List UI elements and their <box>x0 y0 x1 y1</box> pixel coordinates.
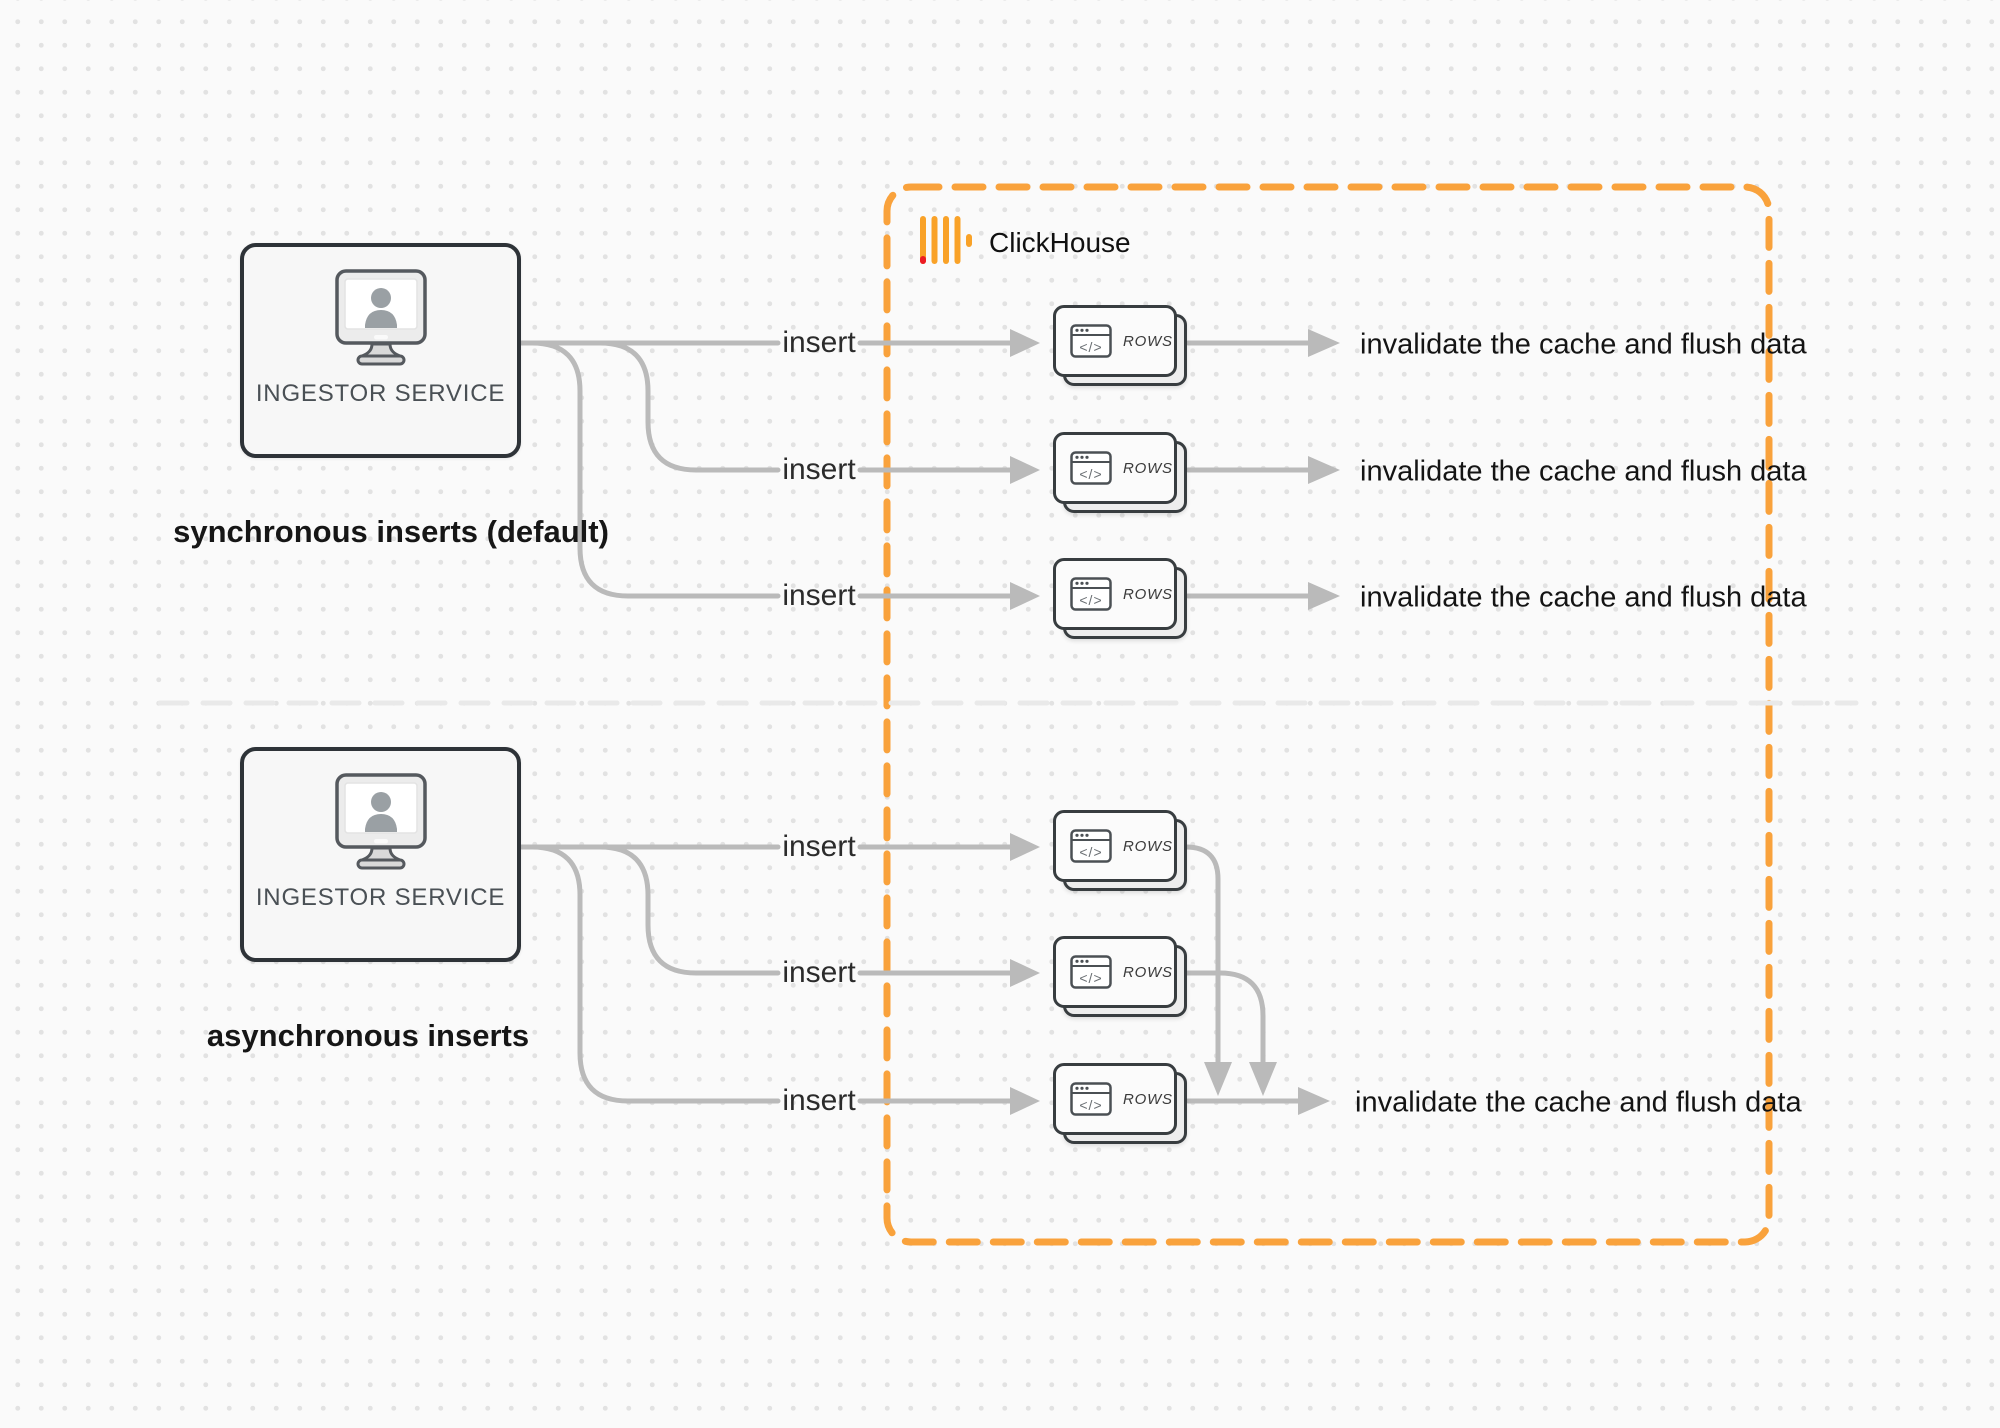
code-glyph: </> <box>1079 843 1103 860</box>
rows-label: ROWS <box>1123 459 1173 477</box>
arrowhead <box>1010 582 1040 610</box>
arrowhead <box>1308 329 1340 357</box>
arrowhead <box>1010 833 1040 861</box>
async-merge-wire-1 <box>1183 844 1221 1065</box>
card-front-layer: </> ROWS <box>1053 558 1177 630</box>
sync-wire-row2-left <box>597 340 781 473</box>
arrowhead <box>1298 1087 1330 1115</box>
code-glyph: </> <box>1079 465 1103 482</box>
sync-result-label-1: invalidate the cache and flush data <box>1360 328 1807 361</box>
async-insert-label-2: insert <box>782 956 856 989</box>
card-front-layer: </> ROWS <box>1053 305 1177 377</box>
async-wire-row3-left <box>529 844 781 1104</box>
sync-rows-card-1: </> ROWS <box>1053 305 1187 386</box>
async-wire-row2-left <box>597 844 781 976</box>
async-insert-label-1: insert <box>782 830 856 863</box>
rows-label: ROWS <box>1123 1090 1173 1108</box>
code-window-icon: </> <box>1070 829 1112 863</box>
code-glyph: </> <box>1079 969 1103 986</box>
sync-rows-card-3: </> ROWS <box>1053 558 1187 639</box>
async-rows-card-3: </> ROWS <box>1053 1063 1187 1144</box>
code-window-icon: </> <box>1070 577 1112 611</box>
sync-result-label-3: invalidate the cache and flush data <box>1360 581 1807 614</box>
sync-rows-card-2: </> ROWS <box>1053 432 1187 513</box>
arrowhead-down <box>1204 1062 1232 1096</box>
async-insert-label-3: insert <box>782 1084 856 1117</box>
sync-insert-label-2: insert <box>782 453 856 486</box>
async-caption: asynchronous inserts <box>206 1018 530 1053</box>
sync-caption: synchronous inserts (default) <box>173 514 609 549</box>
sync-wire-row3-left <box>529 340 781 599</box>
arrowhead <box>1010 959 1040 987</box>
sync-insert-label-1: insert <box>782 326 856 359</box>
code-glyph: </> <box>1079 338 1103 355</box>
rows-label: ROWS <box>1123 963 1173 981</box>
async-ingestor-label: INGESTOR SERVICE <box>255 884 506 911</box>
async-rows-card-2: </> ROWS <box>1053 936 1187 1017</box>
clickhouse-header: ClickHouse <box>920 214 1131 271</box>
card-front-layer: </> ROWS <box>1053 432 1177 504</box>
code-window-icon: </> <box>1070 324 1112 358</box>
card-front-layer: </> ROWS <box>1053 936 1177 1008</box>
clickhouse-logo-icon <box>920 214 973 271</box>
sync-result-label-2: invalidate the cache and flush data <box>1360 455 1807 488</box>
arrowhead <box>1010 1087 1040 1115</box>
arrowhead-down <box>1249 1062 1277 1096</box>
async-result-label: invalidate the cache and flush data <box>1355 1086 1802 1119</box>
arrowhead <box>1308 456 1340 484</box>
rows-label: ROWS <box>1123 585 1173 603</box>
card-front-layer: </> ROWS <box>1053 810 1177 882</box>
arrowhead <box>1010 456 1040 484</box>
rows-label: ROWS <box>1123 837 1173 855</box>
code-glyph: </> <box>1079 591 1103 608</box>
async-merge-wire-2 <box>1183 970 1266 1065</box>
async-rows-card-1: </> ROWS <box>1053 810 1187 891</box>
monitor-user-icon <box>334 773 427 876</box>
code-window-icon: </> <box>1070 955 1112 989</box>
arrowhead <box>1010 329 1040 357</box>
code-window-icon: </> <box>1070 1082 1112 1116</box>
sync-ingestor-box: INGESTOR SERVICE <box>240 243 521 458</box>
sync-ingestor-label: INGESTOR SERVICE <box>255 380 506 407</box>
rows-label: ROWS <box>1123 332 1173 350</box>
async-ingestor-box: INGESTOR SERVICE <box>240 747 521 962</box>
code-window-icon: </> <box>1070 451 1112 485</box>
sync-insert-label-3: insert <box>782 579 856 612</box>
clickhouse-title: ClickHouse <box>989 226 1131 258</box>
arrowhead <box>1308 582 1340 610</box>
code-glyph: </> <box>1079 1096 1103 1113</box>
card-front-layer: </> ROWS <box>1053 1063 1177 1135</box>
monitor-user-icon <box>334 269 427 372</box>
